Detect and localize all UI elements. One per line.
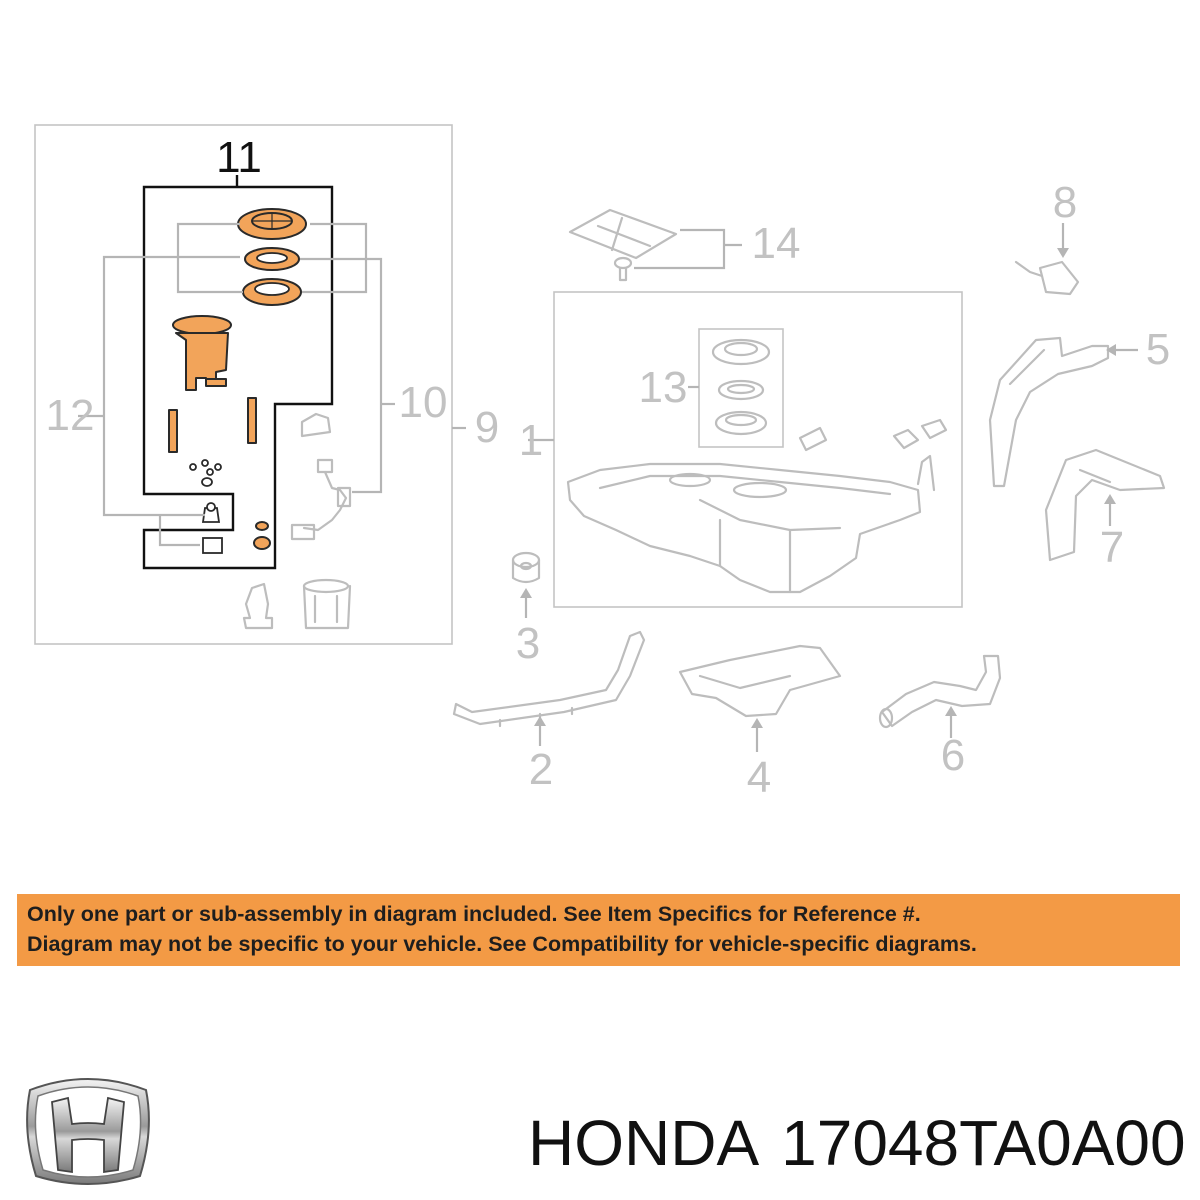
part-11-outline	[142, 185, 334, 570]
fuel-tank	[566, 418, 948, 594]
filter-cup-ghost	[302, 578, 352, 630]
access-cover	[568, 208, 678, 260]
brand-name: HONDA	[528, 1107, 760, 1179]
callout-8: 8	[1053, 178, 1077, 227]
disclaimer-banner: Only one part or sub-assembly in diagram…	[17, 894, 1180, 966]
callout-2: 2	[529, 745, 553, 794]
callout-10: 10	[399, 378, 448, 427]
fuel-filter-tube-left	[168, 409, 178, 453]
callout-9: 9	[475, 403, 499, 452]
clip-bracket	[300, 412, 332, 438]
wire-harness	[290, 458, 352, 541]
leader-12	[102, 255, 240, 547]
pressure-regulator	[201, 502, 221, 523]
callout-4: 4	[747, 753, 771, 802]
connector-block	[202, 537, 223, 554]
callout-11: 11	[216, 133, 262, 182]
callout-7: 7	[1100, 523, 1124, 572]
disclaimer-line-1: Only one part or sub-assembly in diagram…	[27, 902, 921, 926]
fuel-pump-gasket-bottom	[242, 278, 302, 306]
callout-13: 13	[639, 363, 688, 412]
pump-holder-ghost	[242, 582, 274, 630]
o-ring-set	[253, 521, 271, 550]
leader-14	[634, 228, 726, 270]
fuel-pump-gasket-middle	[244, 247, 300, 271]
tank-strap	[452, 630, 646, 728]
leader-10	[300, 257, 383, 494]
parts-diagram: 11	[34, 124, 1170, 802]
tank-bushing	[511, 551, 541, 584]
callout-3: 3	[516, 619, 540, 668]
breather-hose	[878, 654, 1002, 729]
callout-12: 12	[46, 391, 95, 440]
access-cover-bolt	[613, 256, 633, 282]
filler-pipe	[988, 336, 1110, 488]
fuel-pump-module	[172, 315, 232, 391]
callout-14: 14	[752, 219, 801, 268]
callout-1: 1	[519, 416, 543, 465]
callout-6: 6	[941, 731, 965, 780]
vent-valve	[1014, 260, 1080, 296]
fuel-filter-tube-right	[247, 397, 257, 444]
fuel-tank-frame	[553, 291, 963, 608]
callout-5: 5	[1146, 325, 1170, 374]
part-13-frame	[698, 328, 784, 448]
tank-seal-set	[711, 338, 771, 436]
fuel-pump-seal-ring-top	[237, 208, 307, 240]
part-number: 17048TA0A00	[781, 1107, 1186, 1179]
product-label: HONDA 17048TA0A00	[528, 1106, 1200, 1180]
sub-assembly-frame	[34, 124, 453, 645]
disclaimer-line-2: Diagram may not be specific to your vehi…	[27, 932, 977, 956]
tank-shield	[678, 644, 842, 718]
filler-heat-shield	[1044, 448, 1166, 562]
small-fittings-cluster	[189, 459, 222, 487]
honda-h-logo-icon	[26, 1078, 150, 1185]
